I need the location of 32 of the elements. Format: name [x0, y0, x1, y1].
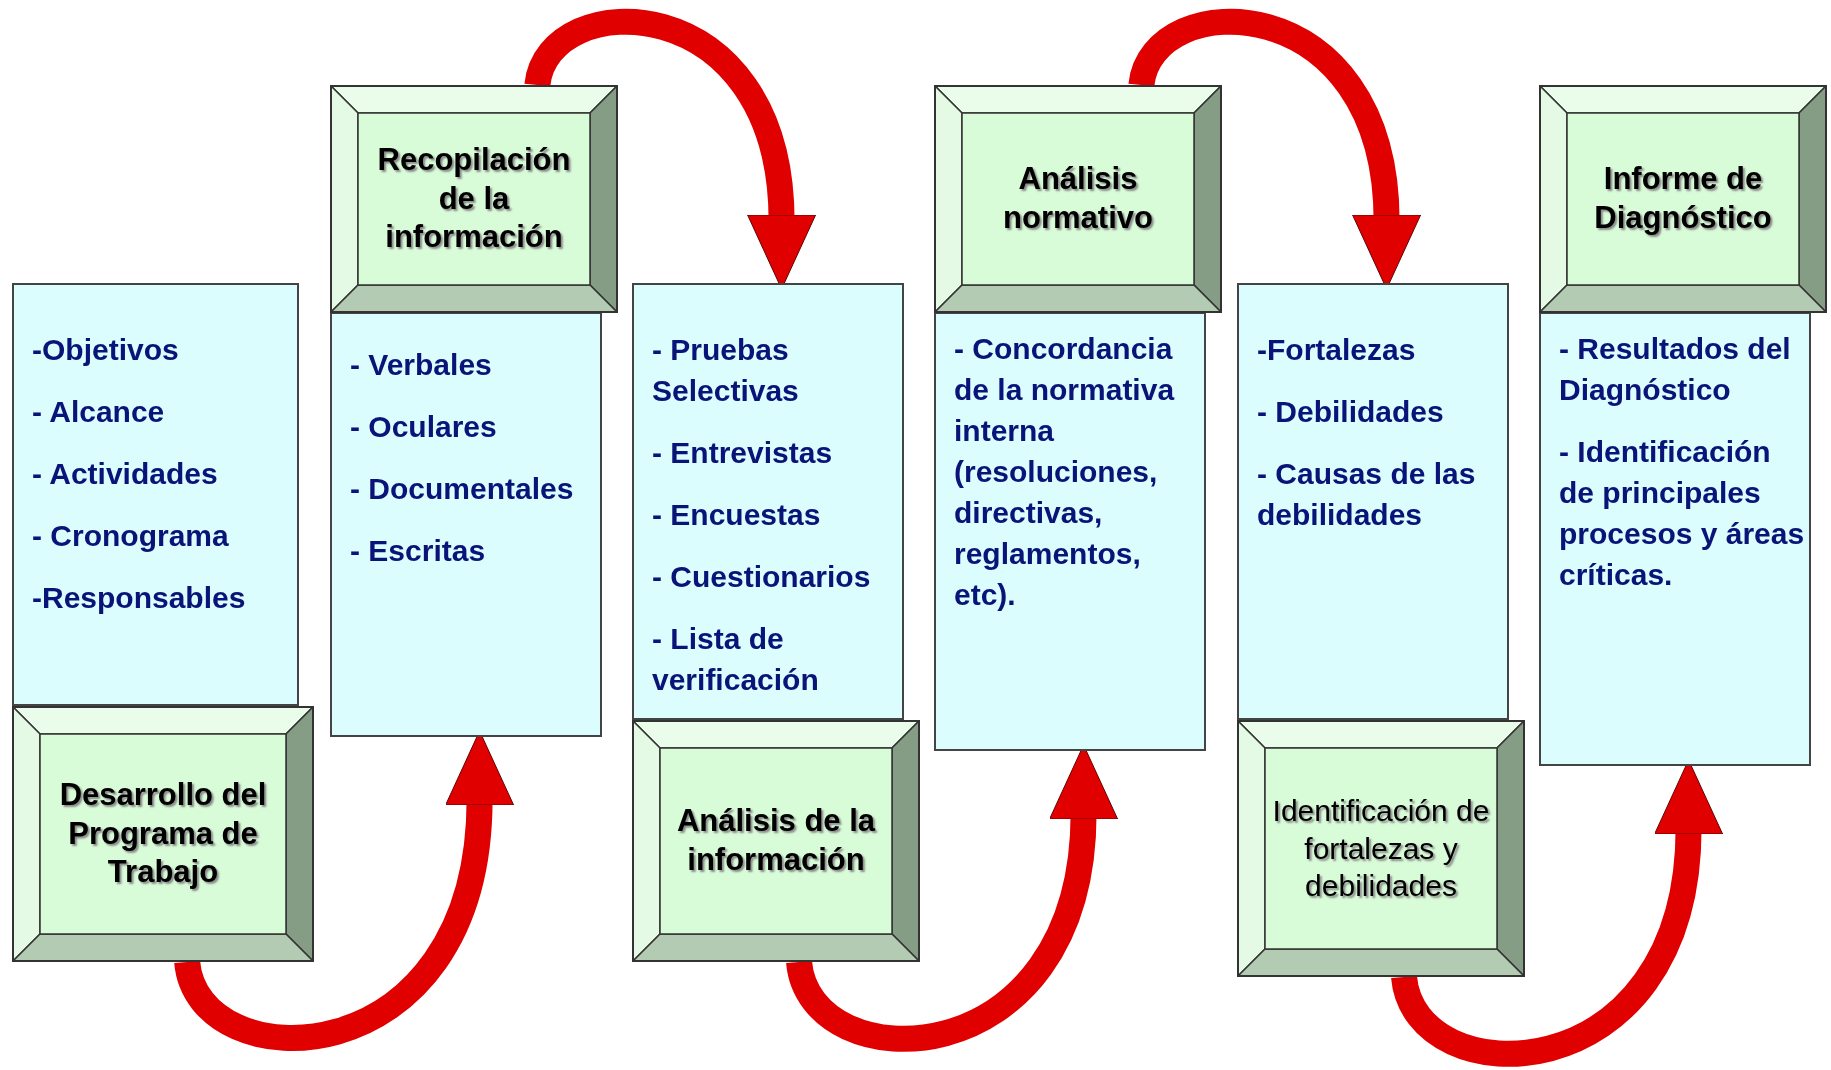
list-item: - Alcance	[32, 394, 166, 430]
list-item: - Pruebas Selectivas	[652, 332, 800, 409]
list-item: -Fortalezas	[1257, 332, 1417, 368]
list-panel	[1539, 312, 1811, 766]
list-item: -Responsables	[32, 580, 247, 616]
box-title: Desarrollo del Programa de Trabajo	[58, 775, 268, 892]
list-item: - Cronograma	[32, 518, 230, 554]
list-panel	[632, 283, 904, 720]
list-item: - Encuestas	[652, 497, 822, 533]
list-panel	[330, 312, 602, 737]
list-panel	[12, 283, 299, 706]
list-item: - Verbales	[350, 347, 493, 383]
list-item: - Actividades	[32, 456, 219, 492]
box-title: Análisis normativo	[1002, 160, 1154, 237]
list-item: - Cuestionarios	[652, 559, 872, 595]
list-item: - Identificación de principales procesos y áreas críticas.	[1559, 434, 1805, 593]
box-title: Informe de Diagnóstico	[1593, 160, 1773, 237]
box-title: Recopilación de la información	[376, 140, 572, 257]
list-item: - Resultados del Diagnóstico	[1559, 331, 1792, 408]
box-title: Análisis de la información	[675, 802, 877, 879]
list-item: - Entrevistas	[652, 435, 834, 471]
list-item: - Concordancia de la normativa interna (resoluciones, directivas, reglamentos, etc).	[954, 331, 1176, 613]
list-item: - Oculares	[350, 409, 498, 445]
list-item: - Documentales	[350, 471, 575, 507]
list-item: -Objetivos	[32, 332, 180, 368]
list-item: - Lista de verificación	[652, 621, 820, 698]
list-item: - Debilidades	[1257, 394, 1445, 430]
list-item: - Escritas	[350, 533, 487, 569]
box-title: Identificación de fortalezas y debilidades	[1271, 793, 1491, 905]
list-item: - Causas de las debilidades	[1257, 456, 1477, 533]
list-panel	[934, 312, 1206, 751]
list-panel	[1237, 283, 1509, 720]
